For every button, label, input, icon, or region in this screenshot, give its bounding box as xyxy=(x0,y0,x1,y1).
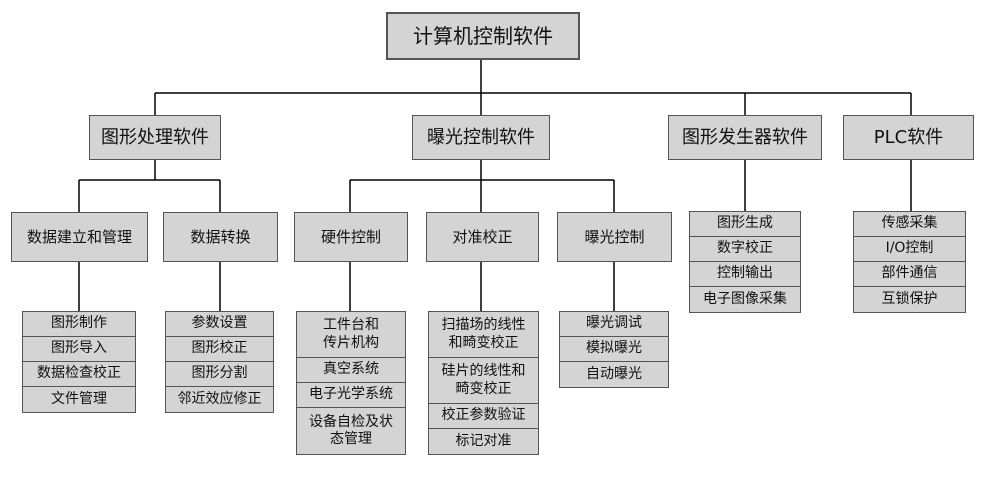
hardware-control-node: 硬件控制 xyxy=(294,212,408,262)
exposure-control-list: 曝光调试 模拟曝光 自动曝光 xyxy=(559,311,669,388)
list-item: 传感采集 xyxy=(854,212,965,237)
graphics-processing-node: 图形处理软件 xyxy=(89,115,221,160)
plc-list: 传感采集 I/O控制 部件通信 互锁保护 xyxy=(853,211,966,313)
alignment-correction-list: 扫描场的线性 和畸变校正 硅片的线性和 畸变校正 校正参数验证 标记对准 xyxy=(428,311,539,455)
list-item: 工件台和 传片机构 xyxy=(297,312,405,358)
alignment-correction-node: 对准校正 xyxy=(426,212,539,262)
list-item: 电子图像采集 xyxy=(703,290,787,307)
list-item: 部件通信 xyxy=(854,262,965,287)
list-item: 电子光学系统 xyxy=(297,383,405,408)
list-item: 图形导入 xyxy=(23,337,135,362)
list-item: 曝光调试 xyxy=(560,312,668,337)
list-item: 标记对准 xyxy=(455,432,512,449)
list-item: 硅片的线性和 畸变校正 xyxy=(429,358,538,404)
root-node: 计算机控制软件 xyxy=(386,12,580,60)
list-item: 模拟曝光 xyxy=(560,337,668,362)
list-item: 真空系统 xyxy=(297,358,405,383)
exposure-control-node: 曝光控制 xyxy=(557,212,672,262)
list-item: 数据检查校正 xyxy=(23,362,135,387)
list-item: 图形校正 xyxy=(166,337,273,362)
list-item: I/O控制 xyxy=(854,237,965,262)
exposure-control-software-node: 曝光控制软件 xyxy=(412,115,550,160)
list-item: 邻近效应修正 xyxy=(177,390,262,407)
list-item: 设备自检及状 态管理 xyxy=(309,413,393,448)
list-item: 数字校正 xyxy=(690,237,800,262)
data-setup-list: 图形制作 图形导入 数据检查校正 文件管理 xyxy=(22,311,136,413)
data-setup-node: 数据建立和管理 xyxy=(11,212,148,262)
list-item: 扫描场的线性 和畸变校正 xyxy=(429,312,538,358)
list-item: 文件管理 xyxy=(51,390,107,407)
data-conversion-node: 数据转换 xyxy=(163,212,278,262)
list-item: 互锁保护 xyxy=(881,290,938,307)
list-item: 图形分割 xyxy=(166,362,273,387)
list-item: 参数设置 xyxy=(166,312,273,337)
plc-node: PLC软件 xyxy=(843,115,974,160)
hardware-control-list: 工件台和 传片机构 真空系统 电子光学系统 设备自检及状 态管理 xyxy=(296,311,406,455)
pattern-generator-node: 图形发生器软件 xyxy=(668,115,822,160)
list-item: 校正参数验证 xyxy=(429,404,538,429)
list-item: 图形生成 xyxy=(690,212,800,237)
pattern-generator-list: 图形生成 数字校正 控制输出 电子图像采集 xyxy=(689,211,801,313)
list-item: 控制输出 xyxy=(690,262,800,287)
data-conversion-list: 参数设置 图形校正 图形分割 邻近效应修正 xyxy=(165,311,274,413)
list-item: 自动曝光 xyxy=(586,365,642,382)
list-item: 图形制作 xyxy=(23,312,135,337)
